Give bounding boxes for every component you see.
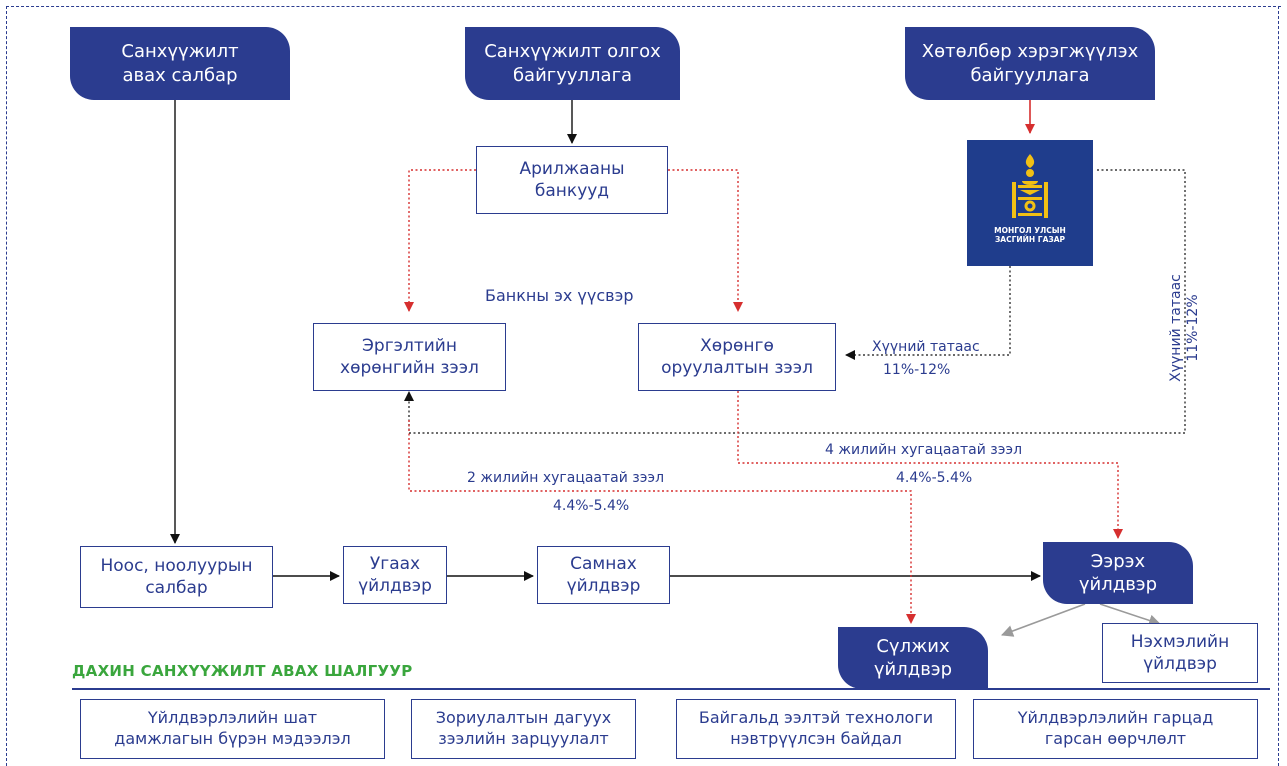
receiver-org-box: Санхүүжилт олгох байгууллага — [465, 27, 680, 100]
frame-right-edge — [1278, 6, 1279, 766]
commercial-banks-box: Арилжааны банкууд — [476, 146, 668, 214]
logo-to-investment-subsidy-arrow — [845, 266, 1011, 360]
soyombo-emblem-icon — [1012, 154, 1048, 218]
logo-to-working-subsidy-arrow — [404, 169, 1186, 434]
bank-to-investment-loan-arrow — [668, 169, 743, 312]
spinning-plant-box: Ээрэх үйлдвэр — [1043, 542, 1193, 604]
wool-sector-box: Ноос, ноолуурын салбар — [80, 546, 273, 608]
bank-to-working-loan-arrow — [404, 169, 476, 312]
working-capital-loan-box: Эргэлтийн хөрөнгийн зээл — [313, 323, 506, 391]
criteria-item-usage: Зориулалтын дагуух зээлийн зарцуулалт — [411, 699, 636, 759]
funding-sector-box: Санхүүжилт авах салбар — [70, 27, 290, 100]
weaving-plant-box: Нэхмэлийн үйлдвэр — [1102, 623, 1258, 683]
investment-to-spinning-arrow — [737, 391, 1123, 539]
government-logo: МОНГОЛ УЛСЫН ЗАСГИЙН ГАЗАР — [967, 140, 1093, 266]
loan-2yr-rate-label: 4.4%-5.4% — [553, 498, 630, 514]
vertical-rate-text: 11%-12% — [1184, 294, 1201, 362]
criteria-divider — [72, 688, 1270, 690]
loan-2yr-label: 2 жилийн хугацаатай зээл — [467, 470, 665, 486]
implementer-org-box: Хөтөлбөр хэрэгжүүлэх байгууллага — [905, 27, 1155, 100]
logo-text: МОНГОЛ УЛСЫН ЗАСГИЙН ГАЗАР — [994, 226, 1066, 245]
interest-subsidy-label: Хүүний татаас — [872, 339, 980, 355]
interest-rate-label: 11%-12% — [883, 362, 951, 378]
investment-loan-box: Хөрөнгө оруулалтын зээл — [638, 323, 836, 391]
knitting-plant-box: Сүлжих үйлдвэр — [838, 627, 988, 689]
criteria-item-eco-tech: Байгальд ээлтэй технологи нэвтрүүлсэн ба… — [676, 699, 956, 759]
washing-plant-box: Угаах үйлдвэр — [343, 546, 447, 604]
spinning-to-knitting-arrow — [1001, 603, 1086, 637]
working-to-knitting-arrow — [408, 420, 916, 624]
diagram-frame — [6, 6, 1281, 766]
bank-source-label: Банкны эх үүсвэр — [485, 286, 634, 305]
criteria-item-info: Үйлдвэрлэлийн шат дамжлагын бүрэн мэдээл… — [80, 699, 385, 759]
loan-4yr-label: 4 жилийн хугацаатай зээл — [825, 442, 1023, 458]
criteria-item-output-change: Үйлдвэрлэлийн гарцад гарсан өөрчлөлт — [973, 699, 1258, 759]
criteria-heading: ДАХИН САНХҮҮЖИЛТ АВАХ ШАЛГУУР — [72, 662, 413, 680]
spinning-to-weaving-arrow — [1099, 603, 1161, 627]
loan-4yr-rate-label: 4.4%-5.4% — [896, 470, 973, 486]
vertical-subsidy-text: Хүүний татаас — [1168, 274, 1184, 382]
vertical-subsidy-label: Хүүний татаас 11%-12% — [1168, 273, 1204, 383]
combing-plant-box: Самнах үйлдвэр — [537, 546, 670, 604]
